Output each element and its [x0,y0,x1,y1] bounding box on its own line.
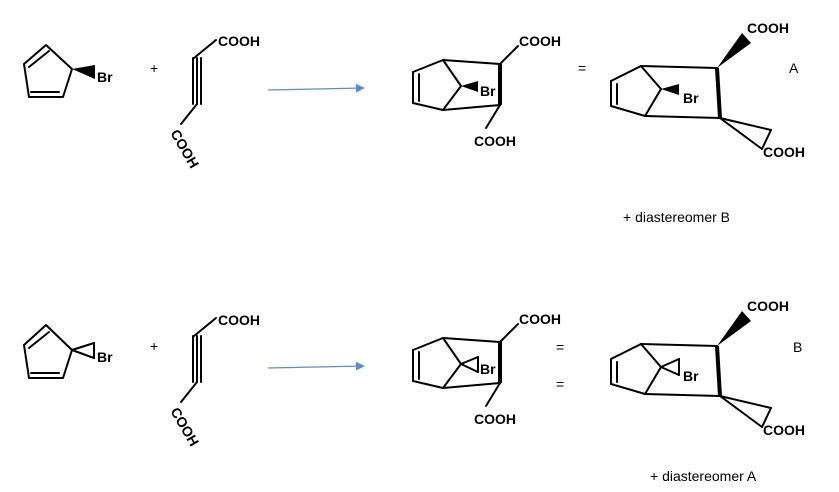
ring-double-bond [28,50,50,68]
reaction-arrow [267,361,365,371]
reactant-1-bromocyclopentadiene: Br [23,44,113,98]
cooh-label: COOH [218,312,260,328]
cooh-label: COOH [167,405,202,449]
equals-sign: = [556,339,564,355]
plus-sign: + [150,338,158,354]
product-1-bicyclic: Br COOH COOH [412,33,561,149]
diastereomer-note: + diastereomer B [623,209,730,225]
reactant-2-acetylenedicarboxylic-acid: COOH COOH [167,312,260,449]
cooh-label: COOH [474,133,516,149]
cooh-label: COOH [747,298,789,314]
equals-sign: = [578,60,586,76]
cooh-label: COOH [763,422,805,438]
br-label: Br [683,90,699,106]
product-2-redrawn: Br COOH COOH [610,298,805,438]
cooh-label: COOH [167,127,202,171]
br-label: Br [480,83,496,99]
cooh-label: COOH [763,144,805,160]
product-tag-a: A [789,60,799,76]
br-label: Br [97,69,113,85]
cooh-label: COOH [747,20,789,36]
product-tag-b: B [793,339,802,355]
wedge-bond [72,65,95,79]
plus-sign: + [150,60,158,76]
cooh-label: COOH [474,411,516,427]
reaction-arrow [267,83,365,93]
diastereomer-note: + diastereomer A [650,468,757,484]
reactant-1-acetylenedicarboxylic-acid: COOH COOH [167,33,260,171]
product-1-redrawn: Br COOH COOH [610,20,805,160]
br-label: Br [683,368,699,384]
cooh-label: COOH [519,311,561,327]
equals-sign: = [556,376,564,392]
product-2-bicyclic: Br COOH COOH [412,311,561,427]
br-label: Br [480,361,496,377]
cooh-label: COOH [519,33,561,49]
cooh-label: COOH [218,33,260,49]
reactant-2-bromocyclopentadiene: Br [23,324,113,379]
br-label: Br [97,349,113,365]
